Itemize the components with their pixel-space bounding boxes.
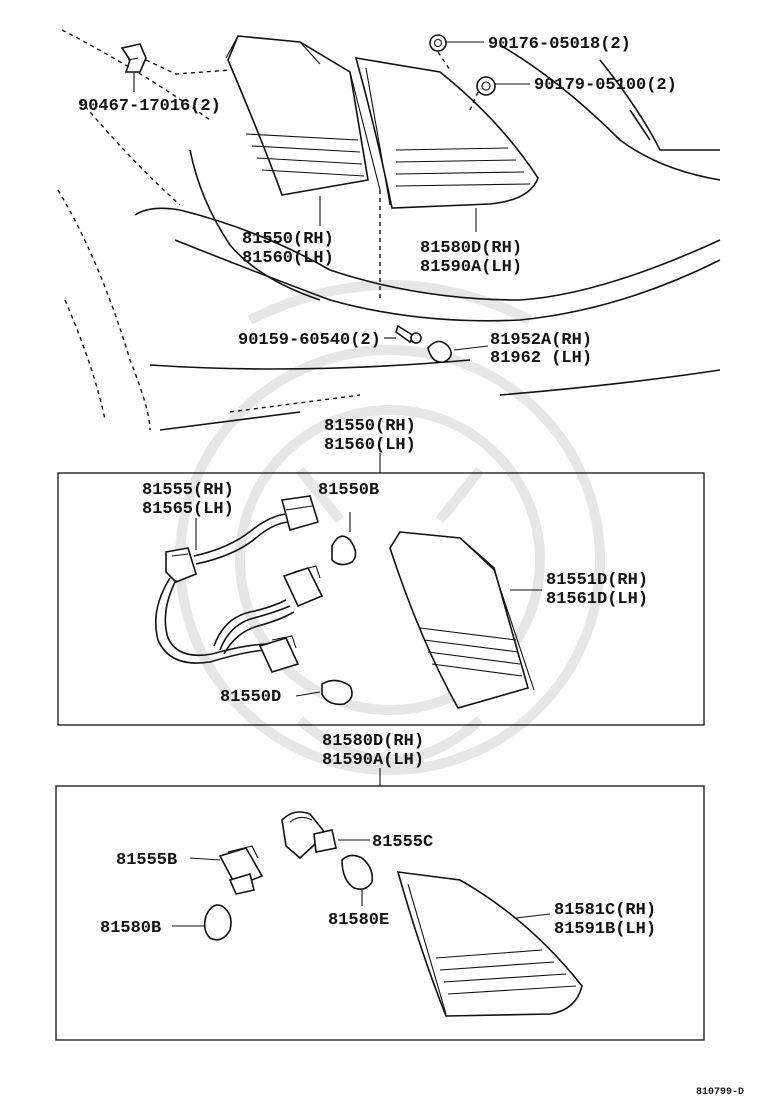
label-81565-lh: 81565(LH) — [142, 500, 234, 519]
exploded-view-box-81550 — [57, 472, 705, 726]
label-81550-rh-top: 81550(RH) — [242, 230, 334, 249]
clip-90467-part[interactable] — [120, 43, 147, 73]
bulb-81550b-part[interactable] — [331, 535, 357, 566]
socket-wire-81555-part[interactable] — [154, 495, 324, 673]
box1-title-81550-rh: 81550(RH) — [324, 417, 416, 436]
label-81551d-rh: 81551D(RH) — [546, 571, 648, 590]
label-81591b-lh: 81591B(LH) — [554, 920, 656, 939]
nut-90179-part[interactable] — [476, 76, 496, 96]
label-81560-lh-top: 81560(LH) — [242, 249, 334, 268]
label-81550d: 81550D — [220, 688, 281, 707]
label-81581c-rh: 81581C(RH) — [554, 901, 656, 920]
bulb-81550d-part[interactable] — [321, 679, 353, 706]
label-81555-rh: 81555(RH) — [142, 481, 234, 500]
label-81590a-lh-top: 81590A(LH) — [420, 258, 522, 277]
label-81580e: 81580E — [328, 911, 389, 930]
label-90176-05018: 90176-05018(2) — [488, 35, 631, 54]
figure-code: 810799-D — [696, 1087, 744, 1098]
nut-90176-part[interactable] — [429, 34, 447, 52]
box2-title-81590a-lh: 81590A(LH) — [322, 751, 424, 770]
box2-title-81580d-rh: 81580D(RH) — [322, 732, 424, 751]
socket-81555b-part[interactable] — [218, 845, 264, 895]
label-81561d-lh: 81561D(LH) — [546, 590, 648, 609]
label-81550b: 81550B — [318, 481, 379, 500]
tail-lamp-81550-part[interactable] — [225, 35, 381, 196]
label-81555c: 81555C — [372, 833, 433, 852]
socket-81555c-part[interactable] — [281, 811, 337, 860]
screw-90159-part[interactable] — [395, 324, 422, 344]
bulb-81952a-part[interactable] — [427, 340, 452, 364]
bulb-81580b-part[interactable] — [203, 904, 232, 941]
exploded-view-box-81580d — [55, 785, 705, 1041]
label-90467-17016: 90467-17016(2) — [78, 97, 221, 116]
label-81580d-rh-top: 81580D(RH) — [420, 239, 522, 258]
tail-lamp-81580d-part[interactable] — [354, 57, 539, 209]
bulb-81580e-part[interactable] — [341, 854, 374, 890]
vehicle-body-outline — [57, 29, 721, 431]
label-90159-60540: 90159-60540(2) — [238, 331, 381, 350]
lens-81551d-part[interactable] — [389, 531, 535, 709]
label-81962-lh: 81962 (LH) — [490, 349, 592, 368]
lens-81581c-part[interactable] — [396, 871, 583, 1017]
label-81580b: 81580B — [100, 919, 161, 938]
label-90179-05100: 90179-05100(2) — [534, 76, 677, 95]
label-81952a-rh: 81952A(RH) — [490, 331, 592, 350]
label-81555b: 81555B — [116, 851, 177, 870]
watermark-emblem — [175, 280, 605, 775]
box1-title-81560-lh: 81560(LH) — [324, 436, 416, 455]
